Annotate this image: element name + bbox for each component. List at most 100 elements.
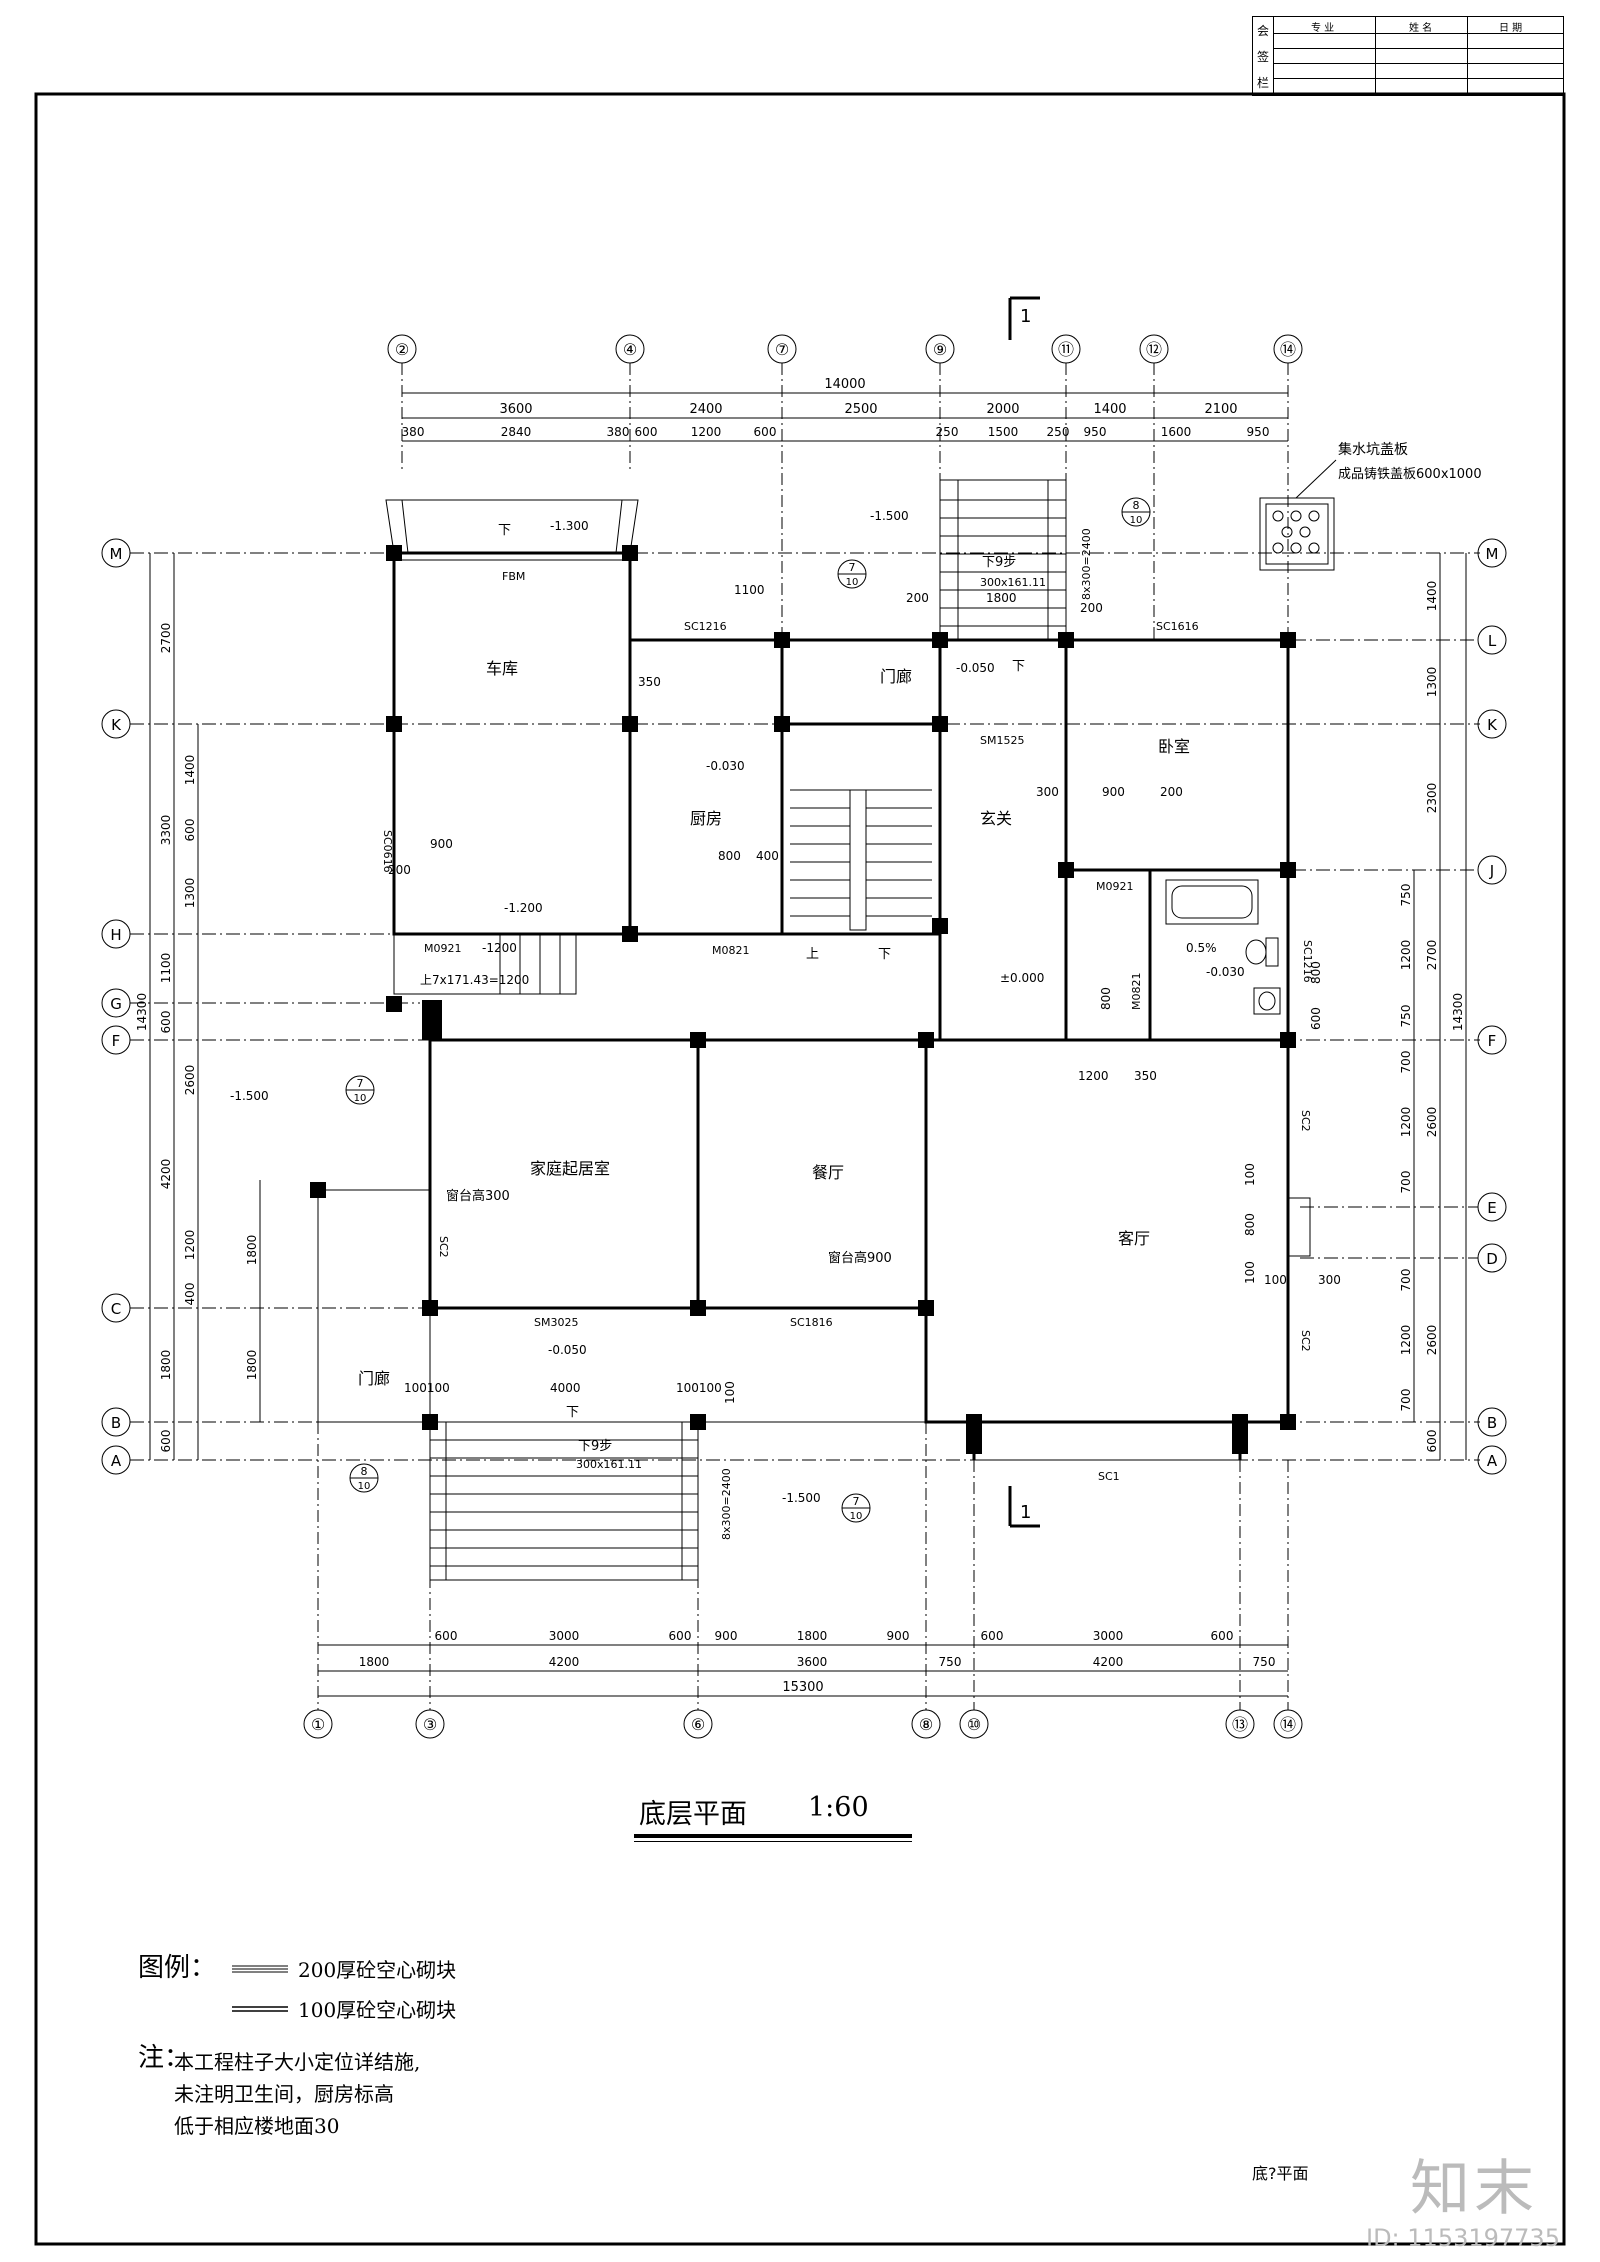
label-stairs-top-run: 8x300=2400 — [1080, 528, 1093, 600]
dim-misc-24: 100100 — [676, 1381, 722, 1395]
dim-top-r3-0: 380 — [402, 425, 425, 439]
axis-right-B: B — [1487, 1414, 1497, 1432]
axis-top-2: ② — [395, 340, 409, 359]
legend-swatch-100 — [232, 2006, 288, 2012]
label-sc2-b: SC2 — [1299, 1330, 1312, 1352]
dim-bot-r1-0: 600 — [435, 1629, 458, 1643]
dim-bot-r2-0: 1800 — [359, 1655, 390, 1669]
section-1-label: 1 — [1020, 306, 1031, 327]
room-dining: 餐厅 — [812, 1163, 844, 1182]
label-sm3025: SM3025 — [534, 1316, 578, 1329]
label-sc2-a: SC2 — [1299, 1110, 1312, 1132]
dim-bot-total: 15300 — [782, 1680, 823, 1695]
dim-bot-r1-4: 1800 — [797, 1629, 828, 1643]
dim-right-i3: 700 — [1399, 1051, 1413, 1074]
dim-misc-23: 4000 — [550, 1381, 581, 1395]
room-porch-top: 门廊 — [880, 667, 912, 686]
label-stairs-bot: 下9步 — [578, 1439, 612, 1454]
label-down-2: 下 — [1012, 659, 1025, 674]
dim-bot-r2-5: 750 — [1253, 1655, 1276, 1669]
dim-right-o2: 2300 — [1425, 783, 1439, 814]
room-family: 家庭起居室 — [530, 1159, 610, 1178]
dim-misc-15: 800 — [1309, 961, 1323, 984]
dim-misc-2: 1800 — [986, 591, 1017, 605]
dim-bot-r2-4: 4200 — [1093, 1655, 1124, 1669]
dim-left-o0: 2700 — [159, 623, 173, 654]
axis-right-A: A — [1487, 1452, 1498, 1470]
axis-left-G: G — [110, 995, 122, 1013]
room-living: 客厅 — [1118, 1229, 1150, 1248]
elevation-marks: -1.300 -1.500 -0.050 -0.030 -1.200 -1200… — [230, 509, 1245, 1505]
dim-right-i7: 1200 — [1399, 1325, 1413, 1356]
drawing-title-scale: 1:60 — [808, 1792, 869, 1823]
dim-misc-25: 100 — [723, 1381, 737, 1404]
dim-top-r3-7: 1500 — [988, 425, 1019, 439]
dim-bot-r1-1: 3000 — [549, 1629, 580, 1643]
note-line-2: 低于相应楼地面30 — [174, 2114, 340, 2138]
dim-top-r3-9: 950 — [1084, 425, 1107, 439]
footer-label: 底?平面 — [1252, 2164, 1309, 2183]
dim-right-i8: 700 — [1399, 1389, 1413, 1412]
room-porch-bottom: 门廊 — [358, 1369, 390, 1388]
elev-7: ±0.000 — [1000, 971, 1044, 985]
elev-1: -1.300 — [550, 519, 589, 533]
axis-left-C: C — [111, 1300, 121, 1318]
dim-misc-1: 200 — [906, 591, 929, 605]
dim-left-i4: 1200 — [183, 1230, 197, 1261]
elev-11: -1.500 — [782, 1491, 821, 1505]
axis-bottom-6: ⑥ — [691, 1715, 705, 1734]
label-down-1: 下 — [498, 523, 511, 538]
dim-top-r3-10: 1600 — [1161, 425, 1192, 439]
sign-head-name: 姓 名 — [1409, 23, 1433, 34]
axis-bottom-13: ⑬ — [1232, 1715, 1248, 1734]
axis-top-9: ⑨ — [933, 340, 947, 359]
dim-left-o6: 600 — [159, 1430, 173, 1453]
dim-top-r3-2: 380 — [607, 425, 630, 439]
label-stairs-bot-dim: 300x161.11 — [576, 1458, 642, 1471]
label-m0821-v: M0821 — [1130, 973, 1143, 1011]
dim-bot-r1-5: 900 — [887, 1629, 910, 1643]
label-sc1616: SC1616 — [1156, 620, 1199, 633]
dims-right: 14300 1400 1300 2300 2700 2600 2600 600 … — [1399, 553, 1467, 1460]
callout-7-bot-a: 7 — [853, 1495, 860, 1508]
axis-right-M: M — [1486, 545, 1499, 563]
dim-misc-14: 800 — [1099, 987, 1113, 1010]
dim-top-r3-1: 2840 — [501, 425, 532, 439]
drawing-title-name: 底层平面 — [639, 1799, 747, 1830]
dim-bot-r2-1: 4200 — [549, 1655, 580, 1669]
sign-table: 会 签 栏 专 业 姓 名 日 期 — [1252, 16, 1564, 96]
dim-top-r2-4: 1400 — [1093, 402, 1126, 417]
label-stairs-bot-run: 8x300=2400 — [720, 1468, 733, 1540]
dim-misc-10: 900 — [1102, 785, 1125, 799]
dim-bot-r2-3: 750 — [939, 1655, 962, 1669]
dim-right-o5: 2600 — [1425, 1325, 1439, 1356]
label-sill-900: 窗台高900 — [828, 1250, 892, 1266]
label-fbm: FBM — [502, 570, 525, 583]
dim-right-i6: 700 — [1399, 1269, 1413, 1292]
dim-right-i1: 1200 — [1399, 940, 1413, 971]
label-sc0616: SC0616 — [381, 830, 394, 873]
dim-misc-22: 100100 — [404, 1381, 450, 1395]
dim-bot-r1-3: 900 — [715, 1629, 738, 1643]
dim-misc-7: 800 — [718, 849, 741, 863]
legend-swatch-200 — [232, 1965, 288, 1973]
axis-right-E: E — [1487, 1199, 1496, 1217]
dim-bot-r2-2: 3600 — [797, 1655, 828, 1669]
section-marker-bottom: 1 — [1008, 1486, 1040, 1528]
axis-right-J: J — [1489, 862, 1494, 880]
label-garage-steps: 上7x171.43=1200 — [420, 973, 529, 987]
dim-misc-3: 200 — [1080, 601, 1103, 615]
dim-right-i5: 700 — [1399, 1171, 1413, 1194]
dim-misc-20: 100 — [1264, 1273, 1287, 1287]
legend-item-200: 200厚砼空心砌块 — [298, 1958, 457, 1982]
sign-table-side: 会 签 栏 — [1253, 17, 1274, 95]
dim-bot-r1-6: 600 — [981, 1629, 1004, 1643]
drawing-frame — [34, 92, 1566, 2246]
dim-misc-11: 200 — [1160, 785, 1183, 799]
axis-right-group: M L K J F E D B A — [1100, 538, 1507, 1475]
elev-2: -1.500 — [870, 509, 909, 523]
axis-bottom-14: ⑭ — [1280, 1715, 1296, 1734]
elev-8: -0.030 — [1206, 965, 1245, 979]
dim-bot-r1-8: 600 — [1211, 1629, 1234, 1643]
axis-left-F: F — [112, 1032, 121, 1050]
